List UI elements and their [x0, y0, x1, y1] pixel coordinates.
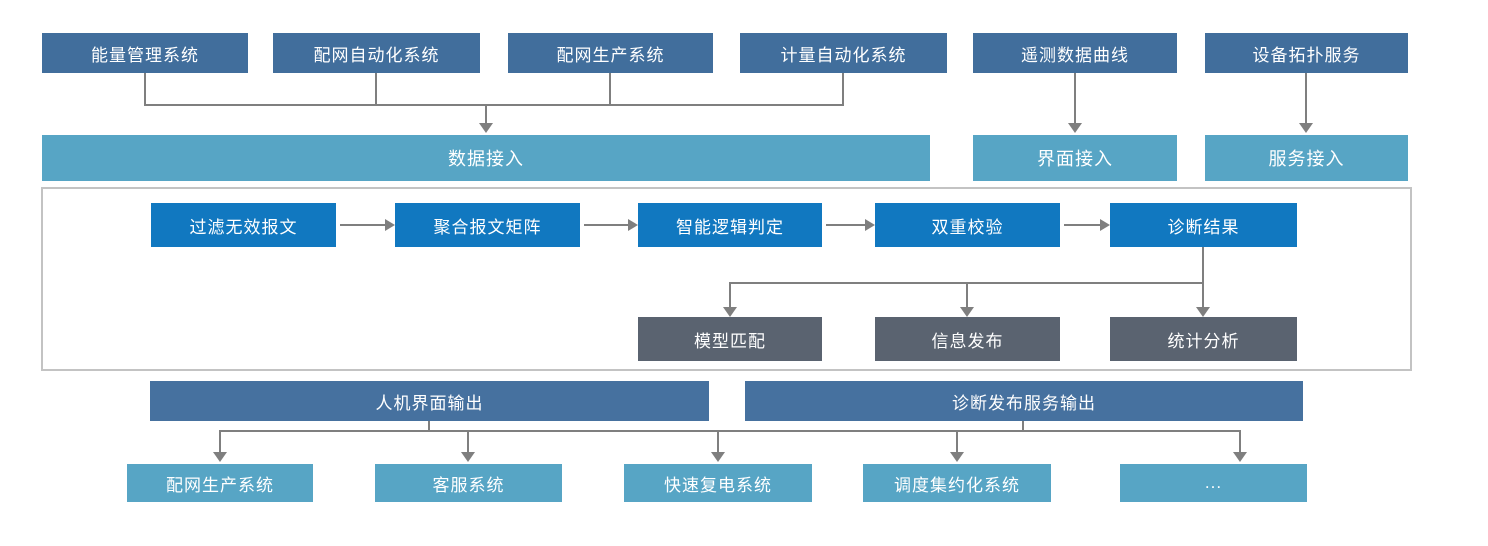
- connector-line: [375, 73, 377, 106]
- node-information-publishing: 信息发布: [875, 317, 1060, 361]
- connector-line: [467, 430, 469, 453]
- node-energy-management-system: 能量管理系统: [42, 33, 248, 73]
- connector-line: [956, 430, 958, 453]
- node-diagnosis-result: 诊断结果: [1110, 203, 1297, 247]
- arrow-down-icon: [461, 452, 475, 462]
- arrow-down-icon: [1233, 452, 1247, 462]
- connector-line: [1202, 247, 1204, 308]
- connector-line: [428, 421, 430, 432]
- connector-line: [609, 73, 611, 106]
- connector-line: [144, 73, 146, 106]
- bar-interface-access: 界面接入: [973, 135, 1177, 181]
- node-distribution-automation-system: 配网自动化系统: [273, 33, 480, 73]
- node-statistical-analysis: 统计分析: [1110, 317, 1297, 361]
- connector-line: [1022, 421, 1024, 432]
- connector-line: [485, 104, 487, 124]
- arrow-down-icon: [1299, 123, 1313, 133]
- connector-line: [966, 282, 968, 308]
- node-double-verification: 双重校验: [875, 203, 1060, 247]
- arrow-right-icon: [865, 219, 875, 231]
- bar-data-access: 数据接入: [42, 135, 930, 181]
- bar-hmi-output: 人机界面输出: [150, 381, 709, 421]
- node-metering-automation-system: 计量自动化系统: [740, 33, 947, 73]
- node-aggregate-message-matrix: 聚合报文矩阵: [395, 203, 580, 247]
- arrow-down-icon: [960, 307, 974, 317]
- bar-service-access: 服务接入: [1205, 135, 1408, 181]
- connector-line: [340, 224, 386, 226]
- connector-line: [826, 224, 866, 226]
- arrow-down-icon: [711, 452, 725, 462]
- arrow-down-icon: [1068, 123, 1082, 133]
- arrow-down-icon: [479, 123, 493, 133]
- node-model-matching: 模型匹配: [638, 317, 822, 361]
- connector-line: [729, 282, 731, 308]
- node-target-distribution-production-system: 配网生产系统: [127, 464, 313, 502]
- connector-line: [842, 73, 844, 106]
- arrow-down-icon: [213, 452, 227, 462]
- connector-line: [219, 430, 221, 453]
- arrow-right-icon: [1100, 219, 1110, 231]
- arrow-right-icon: [385, 219, 395, 231]
- connector-line: [1064, 224, 1101, 226]
- node-target-dispatch-centralization-system: 调度集约化系统: [863, 464, 1051, 502]
- connector-line: [584, 224, 629, 226]
- node-target-more-systems: ...: [1120, 464, 1307, 502]
- connector-line: [1074, 73, 1076, 124]
- arrow-right-icon: [628, 219, 638, 231]
- node-filter-invalid-messages: 过滤无效报文: [151, 203, 336, 247]
- node-telemetry-data-curve: 遥测数据曲线: [973, 33, 1177, 73]
- arrow-down-icon: [950, 452, 964, 462]
- connector-line: [219, 430, 1241, 432]
- node-intelligent-logic-judgment: 智能逻辑判定: [638, 203, 822, 247]
- connector-line: [1239, 430, 1241, 453]
- node-device-topology-service: 设备拓扑服务: [1205, 33, 1408, 73]
- connector-line: [717, 430, 719, 453]
- arrow-down-icon: [1196, 307, 1210, 317]
- node-distribution-production-system: 配网生产系统: [508, 33, 713, 73]
- arrow-down-icon: [723, 307, 737, 317]
- bar-diagnosis-publish-service-output: 诊断发布服务输出: [745, 381, 1303, 421]
- connector-line: [1305, 73, 1307, 124]
- node-target-customer-service-system: 客服系统: [375, 464, 562, 502]
- connector-line: [144, 104, 844, 106]
- node-target-rapid-power-restoration-system: 快速复电系统: [624, 464, 812, 502]
